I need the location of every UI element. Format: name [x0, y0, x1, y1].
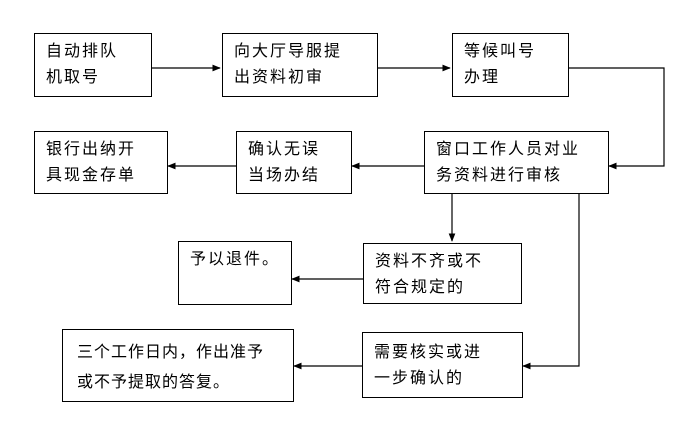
node-take-number-line1: 自动排队 [46, 41, 119, 60]
node-wait-call-line1: 等候叫号 [464, 41, 537, 60]
node-take-number: 自动排队 机取号 [34, 33, 152, 97]
node-submit-docs-line1: 向大厅导服提 [234, 41, 343, 60]
node-verify-more: 需要核实或进 一步确认的 [362, 332, 523, 398]
node-reply-line2: 或不予提取的答复。 [77, 372, 231, 391]
node-return-docs: 予以退件。 [178, 241, 292, 305]
node-bank-cashier-line2: 具现金存单 [46, 165, 137, 184]
node-bank-cashier-line1: 银行出纳开 [46, 139, 137, 158]
node-verify-more-line2: 一步确认的 [374, 368, 465, 387]
node-on-site-done-line1: 确认无误 [248, 139, 321, 158]
node-verify-more-line1: 需要核实或进 [374, 342, 483, 361]
node-incomplete: 资料不齐或不 符合规定的 [363, 243, 522, 304]
arrow-review-to-verify [522, 194, 580, 370]
node-return-docs-line1: 予以退件。 [190, 249, 281, 268]
node-submit-docs: 向大厅导服提 出资料初审 [222, 33, 378, 97]
node-wait-call-line2: 办理 [464, 67, 501, 86]
node-incomplete-line1: 资料不齐或不 [375, 251, 484, 270]
node-on-site-done: 确认无误 当场办结 [236, 131, 352, 194]
node-window-review-line1: 窗口工作人员对业 [436, 139, 581, 158]
node-reply-line1: 三个工作日内，作出准予 [77, 342, 265, 361]
node-submit-docs-line2: 出资料初审 [234, 67, 325, 86]
node-take-number-line2: 机取号 [46, 67, 101, 86]
node-bank-cashier: 银行出纳开 具现金存单 [34, 131, 168, 194]
node-on-site-done-line2: 当场办结 [248, 165, 321, 184]
node-reply: 三个工作日内，作出准予 或不予提取的答复。 [62, 329, 294, 402]
arrow-wait-to-review [569, 67, 665, 170]
node-window-review-line2: 务资料进行审核 [436, 165, 563, 184]
node-wait-call: 等候叫号 办理 [452, 33, 569, 97]
node-incomplete-line2: 符合规定的 [375, 277, 466, 296]
node-window-review: 窗口工作人员对业 务资料进行审核 [424, 131, 609, 194]
